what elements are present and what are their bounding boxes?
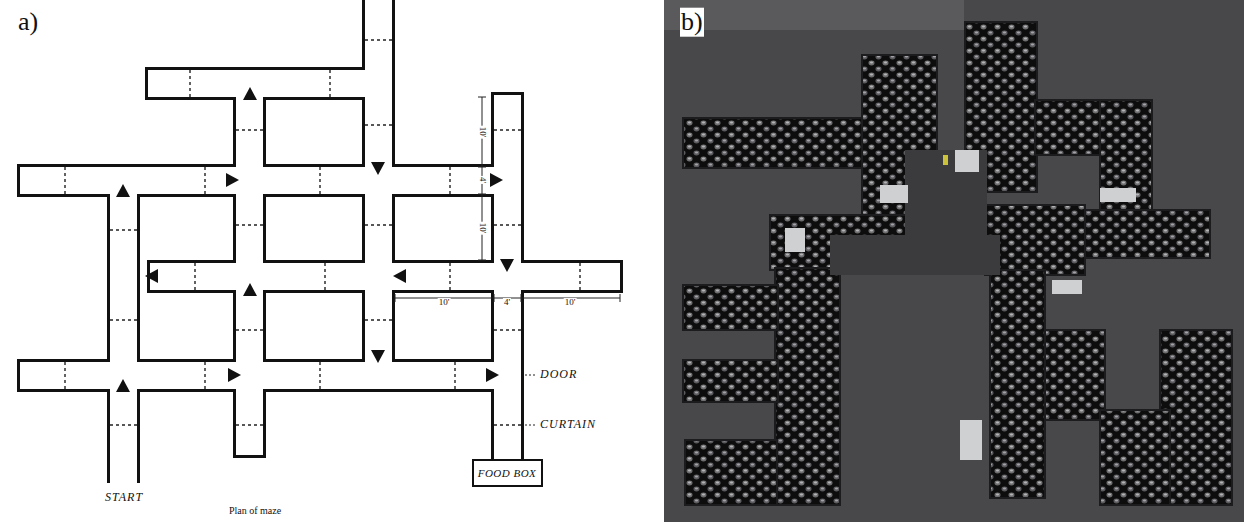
door-line — [365, 124, 392, 125]
door-line — [365, 39, 392, 40]
door-line — [449, 167, 450, 194]
door-line — [189, 70, 190, 97]
door-line — [494, 129, 521, 130]
door-line — [319, 362, 320, 389]
direction-arrow — [371, 350, 385, 363]
direction-arrow — [226, 173, 239, 187]
door-line — [454, 362, 455, 389]
food-box: FOOD BOX — [472, 459, 543, 487]
door-line — [110, 424, 137, 425]
node-text: FOOD BOX — [478, 467, 537, 479]
door-line — [494, 329, 521, 330]
panel-label: b) — [680, 8, 704, 37]
dimension-label: 10' — [477, 222, 487, 235]
door-line — [324, 263, 325, 290]
dimension-label: 4' — [503, 298, 511, 308]
door-line — [110, 229, 137, 230]
door-line — [64, 167, 65, 194]
door-line — [449, 263, 450, 290]
door-line — [236, 424, 263, 425]
figure-caption: Plan of maze — [229, 505, 281, 516]
door-line — [579, 263, 580, 290]
door-line — [329, 70, 330, 97]
door-line — [236, 224, 263, 225]
door-line — [110, 319, 137, 320]
door-lines — [65, 40, 580, 425]
dimension-label: 10' — [438, 298, 451, 308]
direction-arrows — [116, 87, 514, 392]
direction-arrow — [228, 368, 241, 382]
maze-corridors — [20, 0, 620, 490]
leader-lines — [525, 375, 536, 425]
door-line — [494, 424, 521, 425]
direction-arrow — [486, 368, 499, 382]
direction-arrow — [490, 173, 503, 187]
maze-walls — [17, 0, 623, 483]
dimension-label: 10' — [477, 126, 487, 139]
direction-arrow — [116, 379, 130, 392]
door-label: DOOR — [540, 368, 577, 381]
dimension-label: 4' — [477, 176, 487, 184]
direction-arrow — [393, 269, 406, 283]
start-label: START — [105, 491, 143, 504]
door-line — [319, 167, 320, 194]
direction-arrow — [243, 283, 257, 296]
door-line — [365, 224, 392, 225]
panel-label: a) — [18, 8, 38, 37]
direction-arrow — [371, 162, 385, 175]
dimension-label: 10' — [564, 298, 577, 308]
direction-arrow — [500, 259, 514, 272]
maze-photo — [664, 0, 1244, 522]
door-line — [236, 129, 263, 130]
door-line — [236, 329, 263, 330]
direction-arrow — [243, 87, 257, 100]
door-line — [494, 224, 521, 225]
door-line — [194, 263, 195, 290]
direction-arrow — [116, 184, 130, 197]
door-line — [365, 319, 392, 320]
door-line — [204, 167, 205, 194]
door-line — [204, 362, 205, 389]
dimension-lines — [395, 97, 620, 302]
direction-arrow — [145, 269, 158, 283]
door-line — [64, 362, 65, 389]
curtain-label: CURTAIN — [540, 418, 596, 431]
